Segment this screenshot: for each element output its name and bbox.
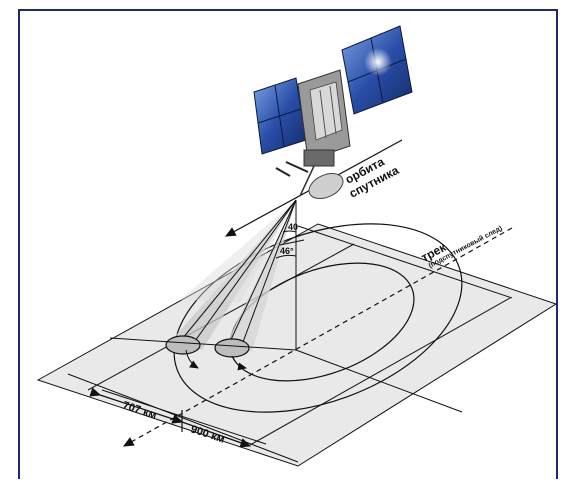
footprints bbox=[165, 335, 250, 358]
outer-scan-ellipse bbox=[173, 223, 463, 413]
satellite-dish bbox=[308, 172, 344, 200]
angle-46-label: 46° bbox=[280, 246, 294, 256]
footprint-707 bbox=[165, 335, 201, 355]
light-flare bbox=[364, 48, 392, 76]
ground-track bbox=[122, 227, 513, 447]
footprint-900 bbox=[214, 338, 250, 358]
ground-plane bbox=[36, 223, 558, 467]
satellite bbox=[253, 25, 413, 200]
angle-40-label: 40 bbox=[288, 222, 298, 232]
beam-lines bbox=[177, 199, 305, 351]
distance-dims bbox=[89, 387, 252, 448]
